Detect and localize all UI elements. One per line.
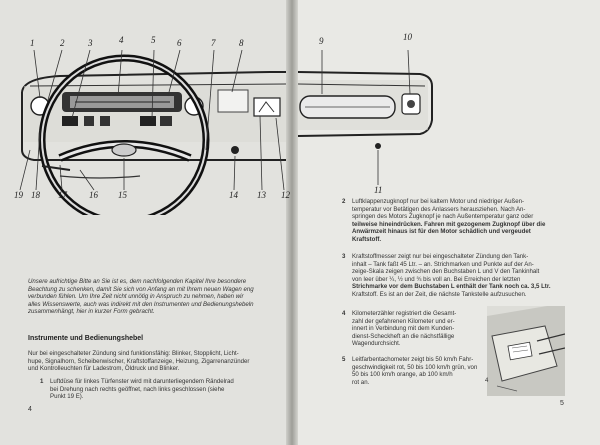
inset-label: 4 xyxy=(485,378,489,384)
callout-6: 6 xyxy=(177,38,182,48)
odometer-inset-illustration xyxy=(487,306,565,396)
callout-8: 8 xyxy=(239,38,244,48)
callout-2: 2 xyxy=(60,38,65,48)
callout-numbers: 1 2 3 4 5 6 7 8 9 10 19 18 17 16 15 14 1… xyxy=(0,0,600,210)
section-paragraph: Nur bei eingeschalteter Zündung sind fun… xyxy=(28,350,250,373)
callout-18: 18 xyxy=(31,190,40,200)
callout-3: 3 xyxy=(88,38,93,48)
callout-7: 7 xyxy=(211,38,216,48)
callout-10: 10 xyxy=(403,32,412,42)
right-page: 2 Luftklappenzugknopf nur bei kaltem Mot… xyxy=(292,0,600,445)
callout-1: 1 xyxy=(30,38,35,48)
callout-13: 13 xyxy=(257,190,266,200)
dashboard-illustration xyxy=(19,49,433,215)
callout-5: 5 xyxy=(151,35,156,45)
callout-4: 4 xyxy=(119,35,124,45)
callout-16: 16 xyxy=(89,190,98,200)
page-number-right: 5 xyxy=(560,400,564,407)
section-heading: Instrumente und Bedienungshebel xyxy=(28,335,144,342)
callout-9: 9 xyxy=(319,36,324,46)
callout-11: 11 xyxy=(374,185,383,195)
callout-12: 12 xyxy=(281,190,290,200)
callout-15: 15 xyxy=(118,190,127,200)
callout-17: 17 xyxy=(58,190,67,200)
book-gutter xyxy=(286,0,298,445)
callout-19: 19 xyxy=(14,190,23,200)
intro-paragraph: Unsere aufrichtige Bitte an Sie ist es, … xyxy=(28,278,254,316)
page-number-left: 4 xyxy=(28,406,32,413)
callout-14: 14 xyxy=(229,190,238,200)
